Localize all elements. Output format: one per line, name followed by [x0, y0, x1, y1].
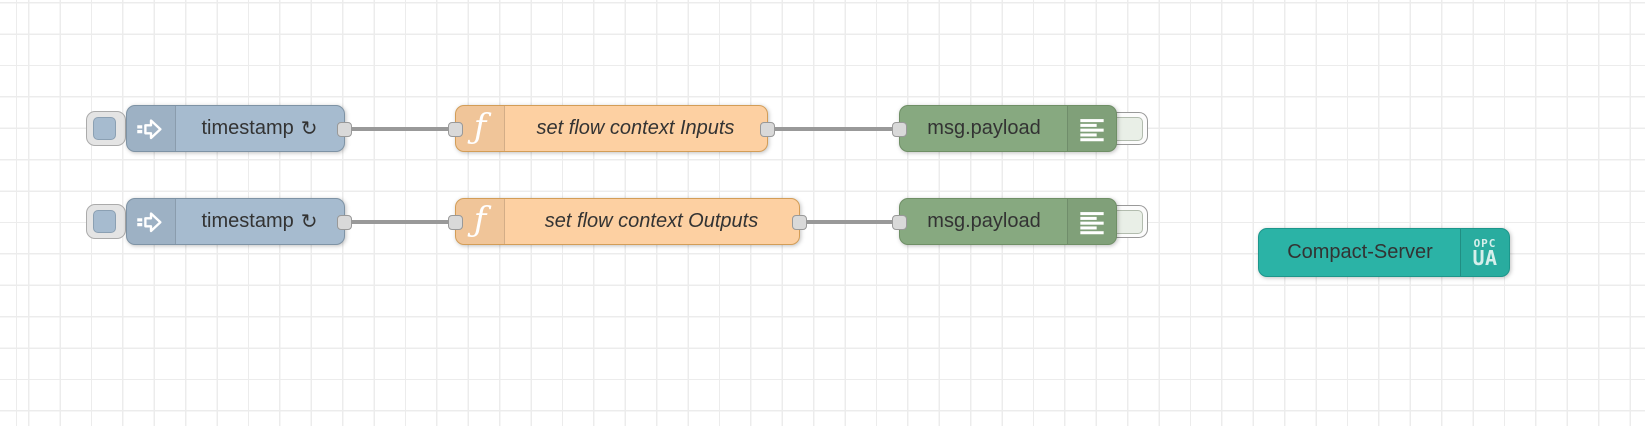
output-port[interactable]: [337, 121, 352, 137]
input-port[interactable]: [448, 121, 463, 137]
function-node-set-flow-context-outputs[interactable]: ƒ set flow context Outputs: [448, 198, 807, 245]
node-label: msg.payload: [927, 117, 1041, 139]
inject-arrow-icon: [127, 106, 176, 151]
debug-list-icon: [1067, 106, 1116, 151]
opcua-compact-server-node[interactable]: Compact-Server OPC UA: [1258, 228, 1510, 277]
function-icon: ƒ: [456, 199, 505, 244]
inject-arrow-icon: [127, 199, 176, 244]
wire[interactable]: [797, 219, 901, 224]
inject-button-pad[interactable]: [93, 210, 116, 233]
wire[interactable]: [765, 126, 901, 131]
inject-node-timestamp-2[interactable]: timestamp↻: [126, 198, 352, 245]
inject-button[interactable]: [86, 204, 126, 239]
input-port[interactable]: [892, 121, 907, 137]
node-label: set flow context Outputs: [544, 210, 759, 232]
repeat-icon: ↻: [300, 211, 318, 233]
input-port[interactable]: [892, 214, 907, 230]
input-port[interactable]: [448, 214, 463, 230]
inject-button-pad[interactable]: [93, 117, 116, 140]
inject-node-timestamp-1[interactable]: timestamp↻: [126, 105, 352, 152]
node-label: Compact-Server: [1287, 241, 1433, 263]
wire[interactable]: [345, 126, 459, 131]
output-port[interactable]: [792, 214, 807, 230]
function-node-set-flow-context-inputs[interactable]: ƒ set flow context Inputs: [448, 105, 775, 152]
debug-list-icon: [1067, 199, 1116, 244]
wire[interactable]: [345, 219, 459, 224]
opc-ua-logo-icon: OPC UA: [1460, 229, 1509, 276]
inject-button[interactable]: [86, 111, 126, 146]
function-icon: ƒ: [456, 106, 505, 151]
node-label: timestamp↻: [201, 210, 318, 233]
output-port[interactable]: [337, 214, 352, 230]
debug-node-msg-payload-1[interactable]: msg.payload: [892, 105, 1117, 152]
output-port[interactable]: [760, 121, 775, 137]
repeat-icon: ↻: [300, 118, 318, 140]
node-label: set flow context Inputs: [536, 117, 735, 139]
debug-node-msg-payload-2[interactable]: msg.payload: [892, 198, 1117, 245]
node-label: msg.payload: [927, 210, 1041, 232]
node-label: timestamp↻: [201, 117, 318, 140]
